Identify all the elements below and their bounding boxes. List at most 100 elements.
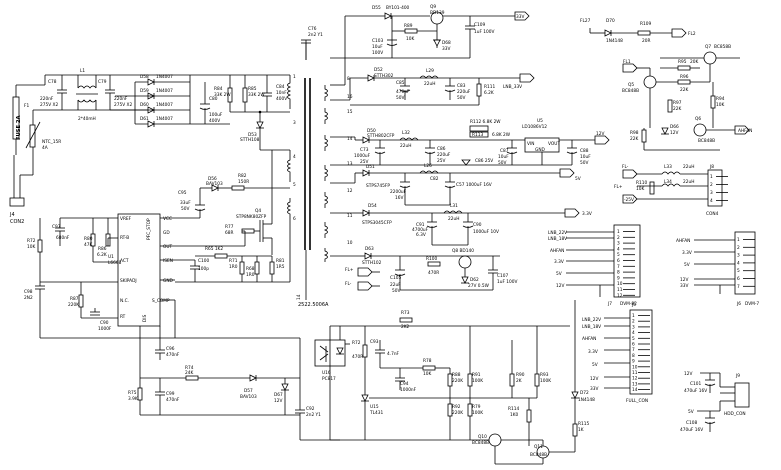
svg-text:3.3V: 3.3V: [582, 211, 592, 217]
svg-text:STPS745FP: STPS745FP: [366, 183, 390, 189]
svg-text:C93: C93: [370, 339, 379, 345]
choke-l1-top: [77, 85, 97, 89]
svg-text:20R: 20R: [642, 38, 650, 44]
j8-pin-4: 4: [710, 198, 713, 204]
svg-text:LNB_33V: LNB_33V: [503, 84, 522, 90]
svg-text:1000uF: 1000uF: [354, 153, 371, 159]
svg-text:D68: D68: [442, 40, 451, 46]
svg-text:1: 1: [293, 74, 296, 80]
svg-text:LD1086V12: LD1086V12: [522, 124, 547, 130]
svg-text:25V: 25V: [437, 158, 445, 164]
j6-pin-1: 1: [737, 237, 740, 243]
svg-text:3.9K: 3.9K: [128, 396, 138, 402]
svg-text:L29: L29: [426, 68, 434, 74]
svg-text:C86 25V: C86 25V: [475, 158, 493, 164]
svg-text:1uF 100V: 1uF 100V: [497, 279, 517, 285]
svg-text:10: 10: [347, 240, 353, 246]
svg-text:5V: 5V: [556, 271, 562, 277]
svg-text:220K: 220K: [452, 378, 463, 384]
svg-text:C101: C101: [690, 381, 701, 387]
svg-text:BC848B: BC848B: [472, 440, 489, 446]
svg-text:13: 13: [347, 161, 353, 167]
svg-text:220nF: 220nF: [114, 96, 128, 102]
svg-text:33K 2W: 33K 2W: [248, 92, 265, 98]
svg-text:100K: 100K: [472, 410, 483, 416]
svg-text:4A: 4A: [42, 145, 48, 151]
svg-text:LNB_18V: LNB_18V: [582, 324, 601, 330]
j5-pin-8: 8: [632, 353, 635, 359]
svg-text:R79: R79: [472, 404, 481, 410]
svg-text:400V: 400V: [209, 118, 220, 124]
svg-text:AHFAN: AHFAN: [676, 238, 690, 244]
svg-text:50V: 50V: [396, 95, 404, 101]
j6-pin-4: 4: [737, 260, 740, 266]
svg-text:100K: 100K: [540, 378, 551, 384]
svg-text:470nF: 470nF: [166, 397, 180, 403]
svg-text:33uF: 33uF: [180, 200, 191, 206]
svg-text:Q4: Q4: [255, 208, 261, 214]
j6-pin-3: 3: [737, 253, 740, 259]
svg-text:PFC_STOP: PFC_STOP: [146, 218, 152, 240]
svg-text:D62: D62: [470, 277, 479, 283]
svg-text:R72: R72: [352, 340, 361, 346]
svg-text:33V: 33V: [590, 386, 598, 392]
svg-text:BAV103: BAV103: [206, 181, 223, 187]
svg-text:R86: R86: [98, 246, 107, 252]
svg-text:3.3V: 3.3V: [588, 349, 598, 355]
svg-text:U16: U16: [322, 370, 331, 376]
j5-pin-2: 2: [632, 319, 635, 325]
svg-text:R85: R85: [248, 86, 257, 92]
svg-text:22uH: 22uH: [683, 164, 694, 170]
svg-text:AHFAN: AHFAN: [582, 336, 596, 342]
svg-text:4: 4: [293, 154, 296, 160]
svg-text:1N4007: 1N4007: [156, 102, 173, 108]
svg-text:3: 3: [293, 120, 296, 126]
svg-text:1000F: 1000F: [98, 326, 112, 332]
svg-text:1R0: 1R0: [246, 272, 255, 278]
svg-text:C91: C91: [416, 222, 425, 228]
svg-text:PC817: PC817: [322, 376, 336, 382]
svg-text:2N2: 2N2: [24, 295, 33, 301]
svg-text:LNB_18V: LNB_18V: [548, 236, 567, 242]
svg-text:22uH: 22uH: [683, 179, 694, 185]
svg-text:6.2K: 6.2K: [97, 252, 107, 258]
svg-text:C76: C76: [308, 26, 317, 32]
svg-text:27V 0.5W: 27V 0.5W: [468, 283, 490, 289]
j5-pin-14: 14: [632, 387, 638, 393]
svg-text:1N4007: 1N4007: [156, 116, 173, 122]
svg-text:22uH: 22uH: [448, 216, 459, 222]
svg-text:470uF: 470uF: [396, 89, 410, 95]
svg-text:3.3V: 3.3V: [682, 250, 692, 256]
svg-text:R97: R97: [673, 100, 682, 106]
j6-pin-5: 5: [737, 268, 740, 274]
svg-text:C103: C103: [372, 38, 383, 44]
svg-text:C88: C88: [580, 148, 589, 154]
svg-text:D58: D58: [140, 74, 149, 80]
svg-text:C57 1000uF 16V: C57 1000uF 16V: [456, 182, 492, 188]
svg-text:R80: R80: [84, 236, 93, 242]
j6-pin-6: 6: [737, 276, 740, 282]
svg-text:R78: R78: [423, 358, 432, 364]
svg-text:D53: D53: [248, 132, 257, 138]
mains-input-section: FUSE 2A F1 NTC_15R 4A J4 CON2 C78 220nF …: [9, 68, 290, 225]
j8-pin-1: 1: [710, 174, 713, 180]
j5-pin-7: 7: [632, 347, 635, 353]
svg-text:AHFAN: AHFAN: [738, 128, 752, 134]
fuse-label: FUSE 2A: [16, 116, 22, 140]
svg-text:L31: L31: [450, 203, 458, 209]
svg-text:5V: 5V: [575, 176, 581, 182]
svg-text:5V: 5V: [592, 362, 598, 368]
j4-ref: J4: [9, 212, 15, 218]
svg-text:25V: 25V: [360, 159, 368, 165]
svg-text:FL+: FL+: [614, 184, 623, 190]
svg-text:2*40mH: 2*40mH: [78, 116, 96, 122]
svg-text:R77: R77: [225, 224, 234, 230]
svg-text:R95: R95: [678, 59, 687, 65]
svg-text:5V: 5V: [684, 262, 690, 268]
